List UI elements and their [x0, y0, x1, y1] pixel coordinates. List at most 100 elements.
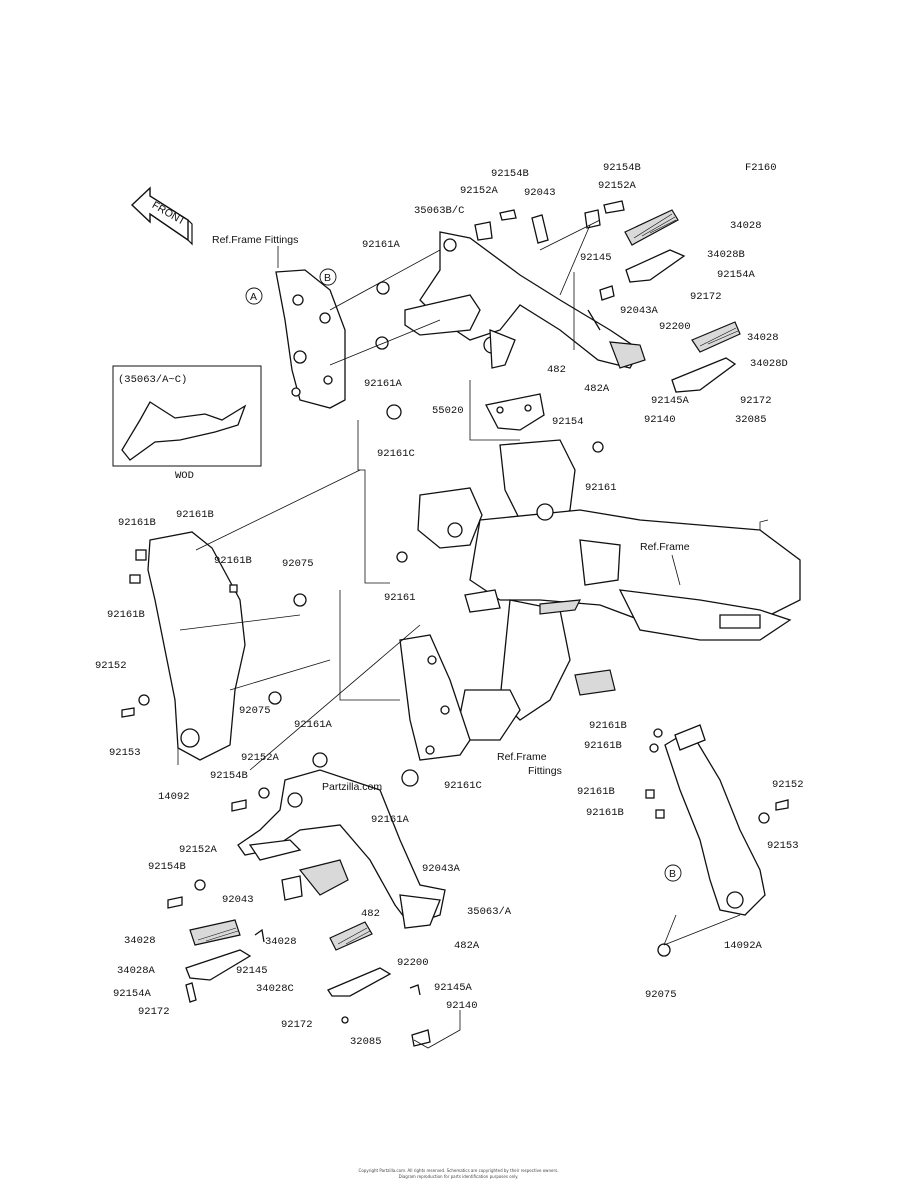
callout-a-top: A [245, 287, 263, 305]
part-label: 92140 [446, 1000, 478, 1012]
upper-footpeg-peg-2 [671, 357, 737, 393]
mid-hardware [231, 441, 604, 812]
part-label: 92043A [422, 863, 461, 875]
part-label: 92152A [179, 844, 218, 856]
part-label: 92145A [651, 395, 690, 407]
leader-line [671, 554, 681, 586]
part-label: 14092 [158, 791, 190, 803]
part-label: 92200 [397, 957, 429, 969]
part-label: 35063/A [467, 906, 512, 918]
part-label: 14092A [724, 940, 763, 952]
lower-footpeg-peg-2 [327, 967, 392, 997]
lower-footpeg-rubber-2 [329, 921, 373, 951]
upper-footpeg-bracket [404, 231, 646, 369]
part-label: 92161B [586, 807, 624, 819]
part-label: 92075 [239, 705, 271, 717]
part-label: 92145A [434, 982, 473, 994]
part-label: 92161B [589, 720, 627, 732]
part-label: 92172 [281, 1019, 313, 1031]
part-label: 92152A [598, 180, 637, 192]
left-side-guard [147, 531, 246, 765]
lower-footpeg-peg-1 [185, 949, 252, 981]
part-label: 92161B [176, 509, 214, 521]
part-label: 34028 [265, 936, 297, 948]
part-label: 92152A [241, 752, 280, 764]
middle-bracket-plate [399, 634, 471, 761]
part-label: 92200 [659, 321, 691, 333]
part-label: 92140 [644, 414, 676, 426]
part-label: 92161A [294, 719, 333, 731]
part-label: 34028 [747, 332, 779, 344]
part-label: 35063B/C [414, 205, 464, 217]
part-label: 92161A [371, 814, 410, 826]
inset-title: (35063/A~C) [118, 374, 187, 386]
footer-line-1: Copyright Partzilla.com. All rights rese… [358, 1168, 559, 1173]
part-label: 92075 [645, 989, 677, 1001]
part-label: 92145 [580, 252, 612, 264]
part-label: 92152A [460, 185, 499, 197]
upper-footpeg-rubber-2 [691, 321, 741, 353]
part-label: 92161A [362, 239, 401, 251]
part-label: 32085 [735, 414, 767, 426]
part-label: 92161A [364, 378, 403, 390]
part-label: 92172 [690, 291, 722, 303]
part-label: 92145 [236, 965, 268, 977]
part-label: 92154B [603, 162, 641, 174]
upper-bracket-plate [275, 269, 346, 409]
part-label: 92043A [620, 305, 659, 317]
part-label: 34028 [730, 220, 762, 232]
ref-frame-fittings-top: Ref.Frame Fittings [212, 234, 298, 246]
callout-a-label: A [250, 291, 257, 303]
footer-line-2: Diagram reproduction for parts identific… [398, 1174, 519, 1179]
part-label: 92161B [107, 609, 145, 621]
part-label: 92154A [717, 269, 756, 281]
part-label: 92043 [524, 187, 556, 199]
part-label: 34028A [117, 965, 156, 977]
left-hardware [121, 549, 307, 718]
callout-b-top: B [319, 268, 337, 286]
svg-text:B: B [669, 868, 676, 880]
part-label: 482A [584, 383, 610, 395]
watermark: Partzilla.com [322, 781, 382, 793]
part-label: 482 [361, 908, 380, 920]
right-side-guard [664, 724, 766, 916]
part-label: 34028D [750, 358, 788, 370]
part-label: 55020 [432, 405, 464, 417]
part-label: 34028B [707, 249, 745, 261]
upper-footpeg-peg-1 [625, 249, 686, 283]
part-label: 92154A [113, 988, 152, 1000]
lower-footpeg-bracket [237, 769, 446, 929]
part-label: 92161 [585, 482, 617, 494]
front-arrow-icon: FRONT [130, 186, 193, 246]
part-label: 92152 [772, 779, 804, 791]
heel-guard [485, 393, 545, 431]
part-label: 92161B [214, 555, 252, 567]
part-label: 92154B [491, 168, 529, 180]
part-label: 92161B [584, 740, 622, 752]
part-label: 34028C [256, 983, 294, 995]
part-label: 34028 [124, 935, 156, 947]
part-label: 92153 [767, 840, 799, 852]
part-label: 92154B [148, 861, 186, 873]
leader-lines [179, 219, 741, 1049]
part-label: 92161C [444, 780, 482, 792]
part-label: 92161 [384, 592, 416, 604]
part-label: 482A [454, 940, 480, 952]
ref-frame: Ref.Frame [640, 541, 690, 553]
part-label: 92152 [95, 660, 127, 672]
figure-code: F2160 [745, 162, 777, 174]
part-label: 92075 [282, 558, 314, 570]
part-label: 92043 [222, 894, 254, 906]
part-label: 92154B [210, 770, 248, 782]
lower-footpeg-rubber-1 [189, 919, 241, 946]
part-labels: 92154B 92154B 92152A 92043 92152A 35063B… [95, 162, 804, 1048]
inset-caption: WOD [175, 470, 194, 482]
top-hardware [375, 200, 625, 420]
callout-b-label: B [324, 272, 331, 284]
part-label: 92161B [118, 517, 156, 529]
callout-b-right: B [664, 864, 682, 882]
part-label: 92172 [138, 1006, 170, 1018]
part-label: 92161B [577, 786, 615, 798]
part-label: 92161C [377, 448, 415, 460]
